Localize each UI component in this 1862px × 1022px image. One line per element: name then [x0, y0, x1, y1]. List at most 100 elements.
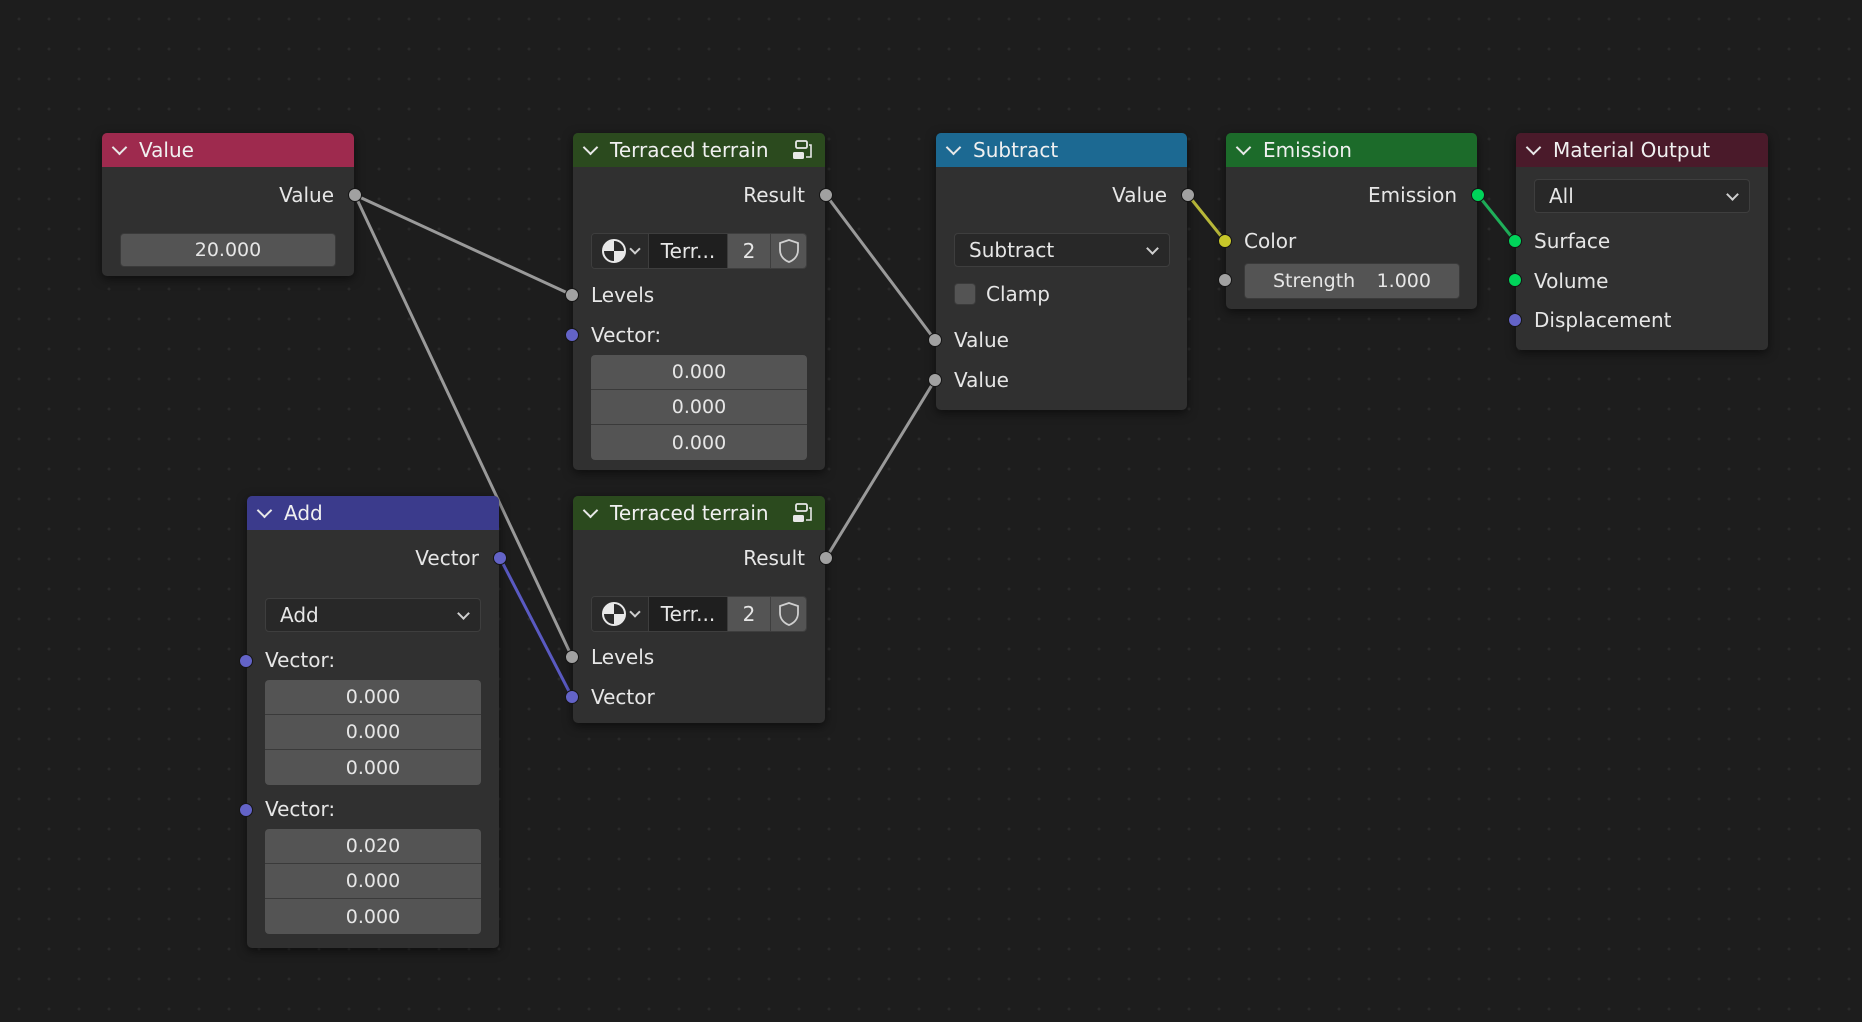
link-subtract-to-color[interactable] — [1186, 193, 1227, 243]
terraced-terrain-node-2[interactable]: Terraced terrain Result Terr... 2 Levels… — [573, 496, 825, 723]
terraced1-levels-socket[interactable] — [565, 288, 579, 302]
node-title: Value — [139, 138, 194, 162]
vector-z-field[interactable]: 0.000 — [265, 750, 481, 785]
node-title: Terraced terrain — [610, 501, 769, 525]
chevron-down-icon — [629, 243, 641, 255]
strength-field[interactable]: Strength 1.000 — [1244, 263, 1460, 299]
emission-node[interactable]: Emission Emission Color Strength 1.000 — [1226, 133, 1477, 309]
vector-z-field[interactable]: 0.000 — [265, 899, 481, 934]
node-tree-icon — [602, 602, 626, 626]
output-label: Vector — [415, 546, 479, 570]
vector-x-field[interactable]: 0.000 — [591, 355, 807, 390]
add-vector-input-socket-2[interactable] — [239, 803, 253, 817]
clamp-checkbox[interactable] — [954, 283, 976, 305]
add-node-header[interactable]: Add — [247, 496, 499, 530]
node-title: Material Output — [1553, 138, 1711, 162]
node-group-datablock[interactable]: Terr... 2 — [591, 233, 807, 269]
collapse-chevron-icon[interactable] — [582, 502, 599, 518]
value-field[interactable]: 20.000 — [120, 233, 336, 267]
output-label: Value — [1112, 183, 1167, 207]
value-node-header[interactable]: Value — [102, 133, 354, 167]
vector-y-field[interactable]: 0.000 — [265, 864, 481, 899]
link-value-to-levels1[interactable] — [353, 193, 574, 297]
terraced1-vector-socket[interactable] — [565, 328, 579, 342]
shield-icon — [778, 239, 799, 263]
link-result2-to-subtract[interactable] — [824, 378, 937, 560]
vector-x-field[interactable]: 0.020 — [265, 829, 481, 864]
target-value: All — [1549, 184, 1574, 208]
material-displacement-socket[interactable] — [1508, 313, 1522, 327]
node-group-datablock[interactable]: Terr... 2 — [591, 596, 807, 632]
subtract-input-socket-1[interactable] — [928, 333, 942, 347]
input-value-label-1: Value — [954, 328, 1009, 352]
target-dropdown[interactable]: All — [1534, 179, 1750, 213]
output-label: Value — [279, 183, 334, 207]
chevron-down-icon — [1726, 188, 1739, 201]
emission-output-socket[interactable] — [1471, 188, 1485, 202]
chevron-down-icon — [457, 607, 470, 620]
chevron-down-icon — [629, 606, 641, 618]
strength-value: 1.000 — [1376, 270, 1431, 292]
subtract-node[interactable]: Subtract Value Subtract Clamp Value Valu… — [936, 133, 1187, 410]
material-output-node[interactable]: Material Output All Surface Volume Displ… — [1516, 133, 1768, 350]
subtract-input-socket-2[interactable] — [928, 373, 942, 387]
shield-icon — [778, 602, 799, 626]
add-vector-input-socket-1[interactable] — [239, 654, 253, 668]
group-users-count[interactable]: 2 — [728, 597, 771, 631]
terraced-terrain-header[interactable]: Terraced terrain — [573, 496, 825, 530]
group-name-field[interactable]: Terr... — [649, 234, 728, 268]
value-node[interactable]: Value Value 20.000 — [102, 133, 354, 276]
collapse-chevron-icon[interactable] — [256, 502, 273, 518]
fake-user-button[interactable] — [771, 234, 806, 268]
subtract-node-header[interactable]: Subtract — [936, 133, 1187, 167]
vector-label-2: Vector: — [265, 797, 336, 821]
material-volume-socket[interactable] — [1508, 273, 1522, 287]
color-label: Color — [1244, 229, 1297, 253]
vector-z-field[interactable]: 0.000 — [591, 425, 807, 460]
vector-x-field[interactable]: 0.000 — [265, 680, 481, 715]
terraced-terrain-node-1[interactable]: Terraced terrain Result Terr... 2 Levels… — [573, 133, 825, 470]
collapse-chevron-icon[interactable] — [1525, 139, 1542, 155]
link-emission-to-surface[interactable] — [1476, 193, 1517, 243]
volume-label: Volume — [1534, 269, 1609, 293]
value-output-socket[interactable] — [348, 188, 362, 202]
collapse-chevron-icon[interactable] — [111, 139, 128, 155]
add-node[interactable]: Add Vector Add Vector: 0.000 0.000 0.000… — [247, 496, 499, 948]
terraced2-levels-socket[interactable] — [565, 650, 579, 664]
terraced2-vector-socket[interactable] — [565, 690, 579, 704]
emission-node-header[interactable]: Emission — [1226, 133, 1477, 167]
browse-group-button[interactable] — [592, 234, 649, 268]
group-name-field[interactable]: Terr... — [649, 597, 728, 631]
terraced-terrain-header[interactable]: Terraced terrain — [573, 133, 825, 167]
node-group-icon — [793, 503, 812, 522]
vector-y-field[interactable]: 0.000 — [591, 390, 807, 425]
emission-color-socket[interactable] — [1218, 234, 1232, 248]
material-surface-socket[interactable] — [1508, 234, 1522, 248]
browse-group-button[interactable] — [592, 597, 649, 631]
emission-strength-socket[interactable] — [1218, 273, 1232, 287]
vector-y-field[interactable]: 0.000 — [265, 715, 481, 750]
add-output-socket[interactable] — [493, 551, 507, 565]
strength-label: Strength — [1273, 270, 1356, 292]
link-add-to-vector2[interactable] — [498, 556, 574, 699]
material-output-header[interactable]: Material Output — [1516, 133, 1768, 167]
subtract-output-socket[interactable] — [1181, 188, 1195, 202]
node-title: Add — [284, 501, 323, 525]
node-tree-icon — [602, 239, 626, 263]
collapse-chevron-icon[interactable] — [1235, 139, 1252, 155]
link-result1-to-subtract[interactable] — [824, 193, 937, 342]
operation-dropdown[interactable]: Subtract — [954, 233, 1170, 267]
vector-fields: 0.000 0.000 0.000 — [591, 355, 807, 460]
group-users-count[interactable]: 2 — [728, 234, 771, 268]
fake-user-button[interactable] — [771, 597, 806, 631]
collapse-chevron-icon[interactable] — [582, 139, 599, 155]
operation-dropdown[interactable]: Add — [265, 598, 481, 632]
output-label: Result — [743, 546, 805, 570]
terraced2-result-socket[interactable] — [819, 551, 833, 565]
link-value-to-levels2[interactable] — [353, 193, 574, 659]
levels-label: Levels — [591, 283, 655, 307]
terraced1-result-socket[interactable] — [819, 188, 833, 202]
vector-label-1: Vector: — [265, 648, 336, 672]
input-value-label-2: Value — [954, 368, 1009, 392]
collapse-chevron-icon[interactable] — [945, 139, 962, 155]
